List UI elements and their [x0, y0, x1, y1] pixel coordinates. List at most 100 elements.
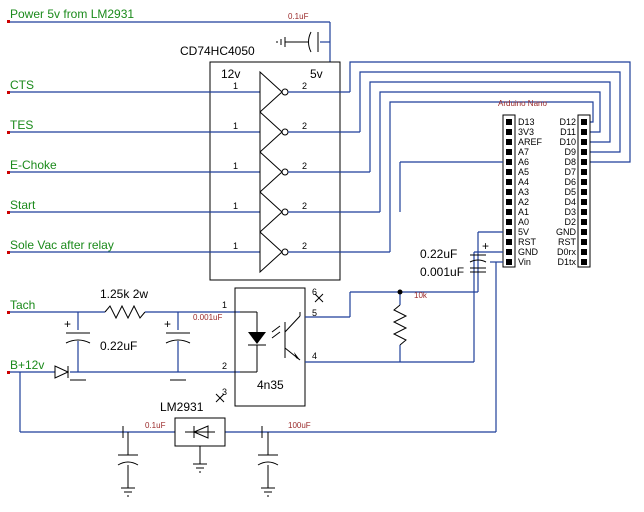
opto-pin-2: 2 — [222, 361, 227, 371]
gate-2-pin-out: 2 — [302, 121, 307, 131]
nano-pin-label: D2 — [564, 217, 576, 227]
nano-pin-label: AREF — [518, 137, 543, 147]
cap-reg-in-value: 0.1uF — [145, 421, 166, 430]
nano-pin-label: D11 — [560, 127, 576, 137]
opto-pin-5: 5 — [312, 308, 317, 318]
nano-pin-pad — [581, 249, 587, 255]
buffer-gate-2 — [10, 110, 360, 154]
opto-pin-3: 3 — [222, 387, 227, 397]
nano-pin-label: A6 — [518, 157, 529, 167]
label-start: Start — [10, 198, 36, 212]
nano-pin-pad — [506, 199, 512, 205]
label-tes: TES — [10, 118, 33, 132]
nano-pin-pad — [581, 149, 587, 155]
nano-pin-pad — [581, 129, 587, 135]
cap-reg-out — [257, 426, 279, 497]
label-sole: Sole Vac after relay — [10, 238, 114, 252]
buffer-gate-5 — [10, 230, 390, 274]
nano-pin-pad — [506, 229, 512, 235]
cap-reg-out-value: 100uF — [288, 421, 311, 430]
buffer-hv-label: 12v — [221, 67, 240, 81]
nano-pin-pad — [581, 159, 587, 165]
label-tach: Tach — [10, 298, 35, 312]
nano-pin-label: D0rx — [557, 247, 577, 257]
tach-line — [10, 311, 240, 330]
echoke-pin — [7, 171, 10, 174]
nano-pin-pad — [581, 179, 587, 185]
buffer-ic-body — [209, 61, 341, 281]
start-pin — [7, 211, 10, 214]
power-pin — [7, 20, 10, 23]
regulator-label: LM2931 — [160, 400, 204, 414]
nano-pin-pad — [506, 189, 512, 195]
nano-pin-pad — [581, 219, 587, 225]
gate-3-pin-in: 1 — [233, 161, 238, 171]
nano-pin-label: A2 — [518, 197, 529, 207]
cap-tach-value: 0.22uF — [100, 339, 137, 353]
opto-pin-6: 6 — [312, 287, 317, 297]
nano-pin-pad — [506, 249, 512, 255]
regulator-ground — [193, 446, 207, 473]
power-line — [10, 21, 331, 62]
nano-pin-pad — [506, 219, 512, 225]
opto-label: 4n35 — [257, 378, 284, 392]
resistor-pull-value: 10k — [414, 291, 428, 300]
nano-pin-label: A7 — [518, 147, 529, 157]
svg-text:+: + — [482, 239, 489, 253]
sole-pin — [7, 251, 10, 254]
nano-pin-label: RST — [558, 237, 577, 247]
route-start-d9 — [379, 91, 601, 212]
tes-pin — [7, 131, 10, 134]
nano-pin-pad — [506, 259, 512, 265]
nano-pin-pad — [506, 159, 512, 165]
nano-pin-label: D5 — [564, 187, 576, 197]
cts-pin — [7, 91, 10, 94]
route-cts-d12 — [349, 61, 631, 163]
gate-2-pin-in: 1 — [233, 121, 238, 131]
svg-text:+: + — [164, 317, 171, 331]
label-bplus: B+12v — [10, 358, 44, 372]
label-cts: CTS — [10, 78, 34, 92]
nano-pin-pad — [581, 119, 587, 125]
buffer-ic-label: CD74HC4050 — [180, 44, 255, 58]
nano-pin-pad — [581, 189, 587, 195]
nano-title: Arduino Nano — [498, 99, 547, 108]
buffer-gate-3 — [10, 150, 370, 194]
junction-dot — [397, 289, 403, 295]
nano-pin-label: A0 — [518, 217, 529, 227]
tach-pin — [7, 311, 10, 314]
nano-pin-label: D10 — [559, 137, 576, 147]
nano-pin-pad — [506, 239, 512, 245]
nano-pin-label: 5V — [518, 227, 529, 237]
nano-pin-pad — [581, 239, 587, 245]
route-echoke-d10 — [369, 81, 611, 172]
gate-1-pin-in: 1 — [233, 81, 238, 91]
label-echoke: E-Choke — [10, 158, 57, 172]
nano-left-header — [502, 114, 516, 268]
nano-pin-label: A1 — [518, 207, 529, 217]
regulator-diode — [185, 425, 215, 439]
resistor-tach-value: 1.25k 2w — [100, 287, 148, 301]
nano-pin-pad — [506, 149, 512, 155]
opto-output-wires — [305, 161, 503, 363]
nano-pin-pad — [581, 139, 587, 145]
cap-opto-value: 0.001uF — [193, 313, 222, 322]
nano-pin-pad — [506, 179, 512, 185]
label-power: Power 5v from LM2931 — [10, 7, 134, 21]
nano-pin-label: 3V3 — [518, 127, 534, 137]
cap-vin-a-value: 0.22uF — [420, 247, 457, 261]
nano-pin-pad — [506, 119, 512, 125]
nano-pin-label: A5 — [518, 167, 529, 177]
cap-tach-left: + — [64, 317, 91, 372]
cap-tach-right: + — [164, 317, 191, 372]
route-tes-d11 — [359, 71, 621, 153]
nano-pin-label: D9 — [564, 147, 576, 157]
resistor-pullup — [392, 304, 408, 346]
diode-bplus — [54, 365, 70, 379]
opto-pin-4: 4 — [312, 351, 317, 361]
nano-pin-label: D12 — [559, 117, 576, 127]
nano-pin-pad — [581, 259, 587, 265]
